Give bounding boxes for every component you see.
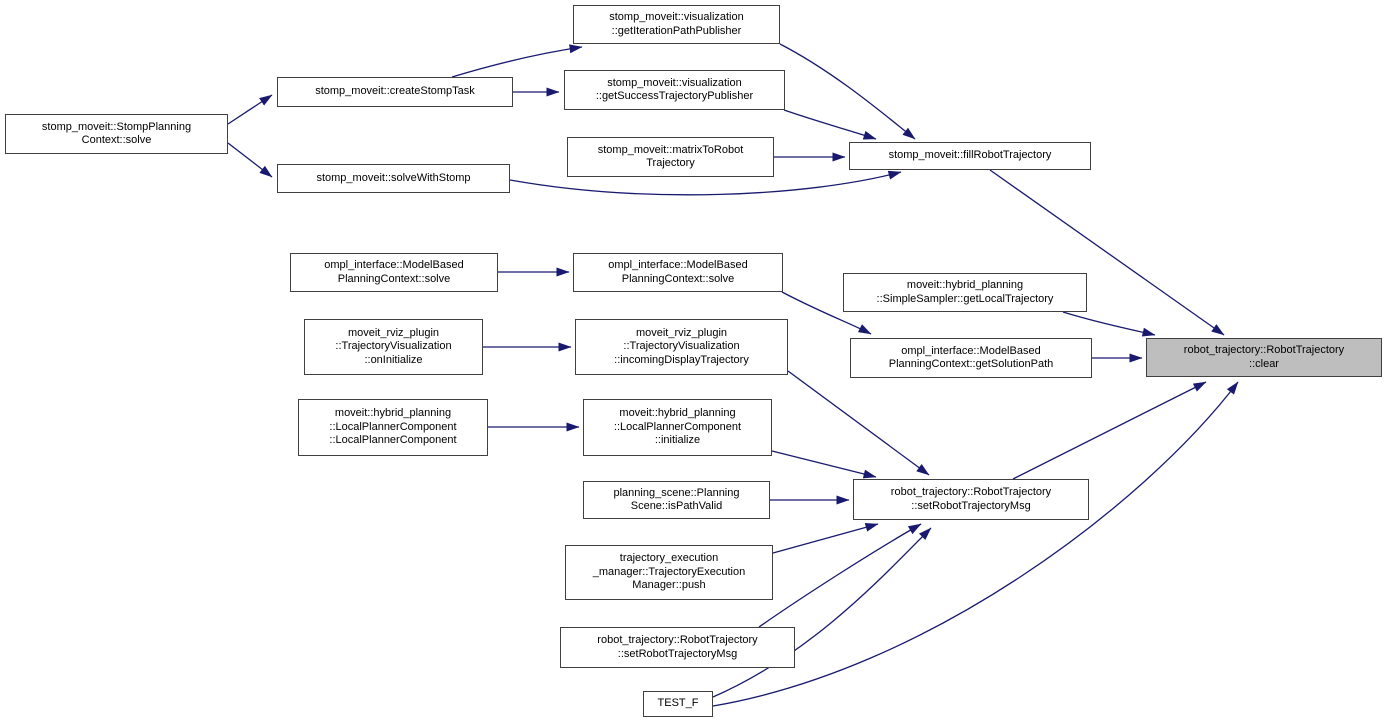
node-label-line: ::setRobotTrajectoryMsg: [911, 499, 1031, 512]
node-label-line: ::setRobotTrajectoryMsg: [617, 647, 738, 660]
node-label-line: ::incomingDisplayTrajectory: [614, 353, 749, 366]
node-label-line: moveit::hybrid_planning: [334, 407, 452, 420]
node-label-line: robot_trajectory::RobotTrajectory: [1183, 344, 1345, 356]
edge-get-success-trajectory-publisher--fill-robot-trajectory: [783, 109, 877, 140]
node-local-planner-component-ctor[interactable]: moveit::hybrid_planning::LocalPlannerCom…: [298, 399, 488, 456]
node-label-line: ompl_interface::ModelBased: [324, 259, 464, 271]
node-label-line: ompl_interface::ModelBased: [901, 344, 1041, 357]
node-label-line: ::getIterationPathPublisher: [611, 24, 742, 37]
node-test-f[interactable]: TEST_F: [643, 691, 713, 717]
node-trajectory-visualization-incoming-display-trajectory[interactable]: moveit_rviz_plugin::TrajectoryVisualizat…: [575, 319, 788, 375]
node-label-line: ::LocalPlannerComponent: [613, 420, 742, 433]
node-solve-with-stomp[interactable]: stomp_moveit::solveWithStomp: [277, 164, 510, 193]
edge-set-robot-trajectory-msg-overload--set-robot-trajectory-msg: [758, 523, 922, 628]
node-label-line: PlanningContext::getSolutionPath: [888, 358, 1054, 370]
node-simple-sampler-get-local-trajectory[interactable]: moveit::hybrid_planning::SimpleSampler::…: [843, 273, 1087, 312]
edge-stomp-planning-context-solve--solve-with-stomp: [227, 142, 273, 178]
node-set-robot-trajectory-msg[interactable]: robot_trajectory::RobotTrajectory::setRo…: [853, 479, 1089, 520]
node-get-success-trajectory-publisher[interactable]: stomp_moveit::visualization::getSuccessT…: [564, 70, 785, 110]
edge-simple-sampler-get-local-trajectory--robot-trajectory-clear: [1062, 311, 1156, 337]
node-set-robot-trajectory-msg-overload[interactable]: robot_trajectory::RobotTrajectory::setRo…: [560, 627, 795, 668]
node-label-line: ::getSuccessTrajectoryPublisher: [595, 90, 754, 102]
node-label-line: stomp_moveit::visualization: [607, 76, 742, 89]
node-label-line: robot_trajectory::RobotTrajectory: [597, 634, 758, 646]
node-label-line: stomp_moveit::createStompTask: [315, 85, 475, 98]
node-label-line: PlanningContext::solve: [337, 272, 451, 285]
edge-stomp-planning-context-solve--create-stomp-task: [227, 94, 273, 125]
node-label-line: PlanningContext::solve: [621, 272, 735, 285]
node-label-line: stomp_moveit::StompPlanning: [41, 120, 192, 133]
edge-fill-robot-trajectory--robot-trajectory-clear: [989, 169, 1225, 336]
node-label-line: robot_trajectory::RobotTrajectory: [890, 486, 1052, 498]
node-label-line: ::TrajectoryVisualization: [623, 340, 740, 353]
node-label-line: Manager::push: [632, 579, 706, 592]
node-trajectory-execution-manager-push[interactable]: trajectory_execution_manager::Trajectory…: [565, 545, 773, 600]
node-label-line: TEST_F: [657, 697, 699, 710]
edge-test-f--set-robot-trajectory-msg: [712, 527, 932, 698]
node-trajectory-visualization-on-initialize[interactable]: moveit_rviz_plugin::TrajectoryVisualizat…: [304, 319, 483, 375]
node-label-line: ::LocalPlannerComponent: [329, 434, 457, 447]
node-label-line: ::clear: [1249, 357, 1279, 370]
node-label-line: moveit::hybrid_planning: [906, 279, 1024, 291]
node-label-line: ::initialize: [654, 434, 701, 447]
node-label-line: Scene::isPathValid: [630, 500, 723, 512]
node-label-line: ::SimpleSampler::getLocalTrajectory: [876, 292, 1054, 305]
edge-set-robot-trajectory-msg--robot-trajectory-clear: [1012, 381, 1207, 480]
node-label-line: planning_scene::Planning: [613, 486, 740, 499]
edge-solve-with-stomp--fill-robot-trajectory: [509, 170, 902, 196]
node-label-line: stomp_moveit::matrixToRobot: [597, 143, 744, 156]
node-get-iteration-path-publisher[interactable]: stomp_moveit::visualization::getIteratio…: [573, 5, 780, 44]
node-label-line: _manager::TrajectoryExecution: [592, 565, 746, 578]
node-create-stomp-task[interactable]: stomp_moveit::createStompTask: [277, 77, 513, 107]
node-fill-robot-trajectory[interactable]: stomp_moveit::fillRobotTrajectory: [849, 142, 1091, 170]
node-label-line: stomp_moveit::fillRobotTrajectory: [888, 149, 1052, 162]
node-robot-trajectory-clear[interactable]: robot_trajectory::RobotTrajectory::clear: [1146, 338, 1382, 377]
node-label-line: moveit::hybrid_planning: [619, 407, 736, 420]
node-label-line: Trajectory: [646, 157, 695, 169]
node-label-line: trajectory_execution: [619, 552, 719, 565]
node-label-line: ::onInitialize: [364, 353, 423, 366]
node-label-line: Context::solve: [81, 134, 152, 146]
edge-create-stomp-task--get-iteration-path-publisher: [451, 44, 583, 78]
edge-get-iteration-path-publisher--fill-robot-trajectory: [779, 43, 916, 140]
edge-model-based-planning-context-solve--model-based-planning-context-get-solution-path: [781, 291, 872, 335]
node-label-line: stomp_moveit::visualization: [609, 11, 744, 23]
node-label-line: ompl_interface::ModelBased: [608, 259, 748, 271]
edge-local-planner-component-initialize--set-robot-trajectory-msg: [771, 450, 877, 479]
node-label-line: stomp_moveit::solveWithStomp: [316, 171, 471, 184]
node-label-line: ::TrajectoryVisualization: [335, 340, 452, 353]
edge-trajectory-execution-manager-push--set-robot-trajectory-msg: [772, 522, 879, 554]
node-label-line: moveit_rviz_plugin: [635, 326, 728, 339]
edge-trajectory-visualization-incoming-display-trajectory--set-robot-trajectory-msg: [787, 370, 930, 476]
node-local-planner-component-initialize[interactable]: moveit::hybrid_planning::LocalPlannerCom…: [583, 399, 772, 456]
node-label-line: moveit_rviz_plugin: [347, 326, 440, 339]
edge-test-f--robot-trajectory-clear: [712, 381, 1239, 707]
node-label-line: ::LocalPlannerComponent: [329, 420, 457, 433]
